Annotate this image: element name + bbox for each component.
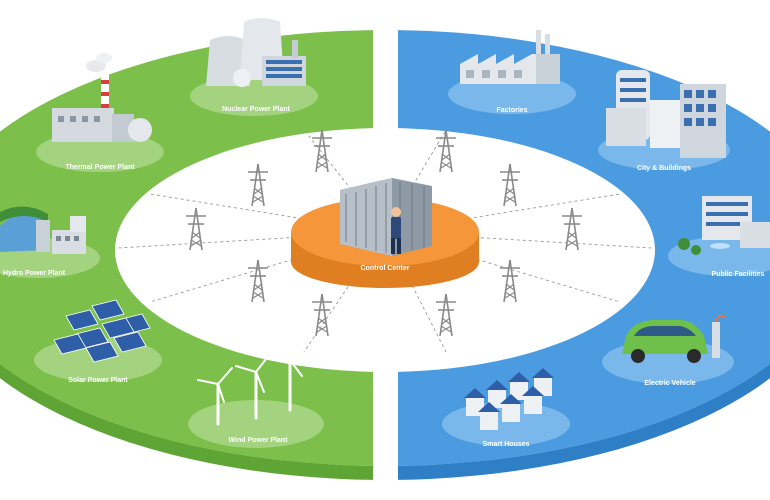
city-buildings-label: City & Buildings [637,165,691,172]
transmission-tower-icon-8 [311,293,333,337]
transmission-tower-icon-9 [435,293,457,337]
hydro-dam-icon [0,206,86,254]
solar-power-plant-label: Solar Power Plant [68,377,128,384]
operator-person-icon [391,207,401,254]
smart-houses-label: Smart Houses [482,441,529,448]
transmission-tower-icon-1 [435,129,457,173]
control-center-hub: Control Center [291,178,479,288]
node-public-facilities: Public Facilities [668,196,770,278]
city-buildings-icon [606,70,726,158]
connector-line-9 [384,231,447,353]
connector-line-3 [384,193,621,233]
node-wind-power-plant: Wind Power Plant [188,339,324,448]
transmission-tower-icon-7 [499,259,521,303]
wind-turbine-icon [197,339,303,426]
control-center-label: Control Center [361,265,410,272]
public-facilities-label: Public Facilities [712,271,765,278]
nuclear-plant-icon [206,18,306,87]
nuclear-power-plant-label: Nuclear Power Plant [222,106,290,113]
transmission-tower-icon-2 [247,163,269,207]
connector-line-7 [384,231,621,303]
transmission-tower-icon-3 [499,163,521,207]
node-city-buildings: City & Buildings [598,70,730,172]
transmission-tower-icon-6 [247,259,269,303]
node-factories: Factories [448,30,576,114]
factories-label: Factories [496,107,527,114]
node-hydro-power-plant: Hydro Power Plant [0,206,100,278]
node-nuclear-power-plant: Nuclear Power Plant [190,18,318,116]
thermal-power-plant-label: Thermal Power Plant [65,164,135,171]
solar-panels-icon [53,299,151,363]
wind-power-plant-label: Wind Power Plant [228,437,288,444]
smart-houses-icon [464,368,554,430]
factory-icon [460,30,560,84]
server-rack-icon [340,178,432,256]
connector-line-6 [149,231,386,303]
node-electric-vehicle: Electric Vehicle [602,314,734,387]
public-facilities-icon [678,196,770,255]
electric-vehicle-label: Electric Vehicle [644,380,695,387]
node-solar-power-plant: Solar Power Plant [34,299,162,384]
hydro-power-plant-label: Hydro Power Plant [3,270,66,277]
transmission-tower-icon-0 [311,129,333,173]
connector-line-0 [303,129,386,233]
node-thermal-power-plant: Thermal Power Plant [36,53,164,172]
thermal-plant-icon [52,53,152,142]
transmission-tower-icon-4 [185,207,207,251]
electric-vehicle-icon [622,314,727,363]
connector-line-2 [149,193,386,233]
node-smart-houses: Smart Houses [442,368,570,448]
